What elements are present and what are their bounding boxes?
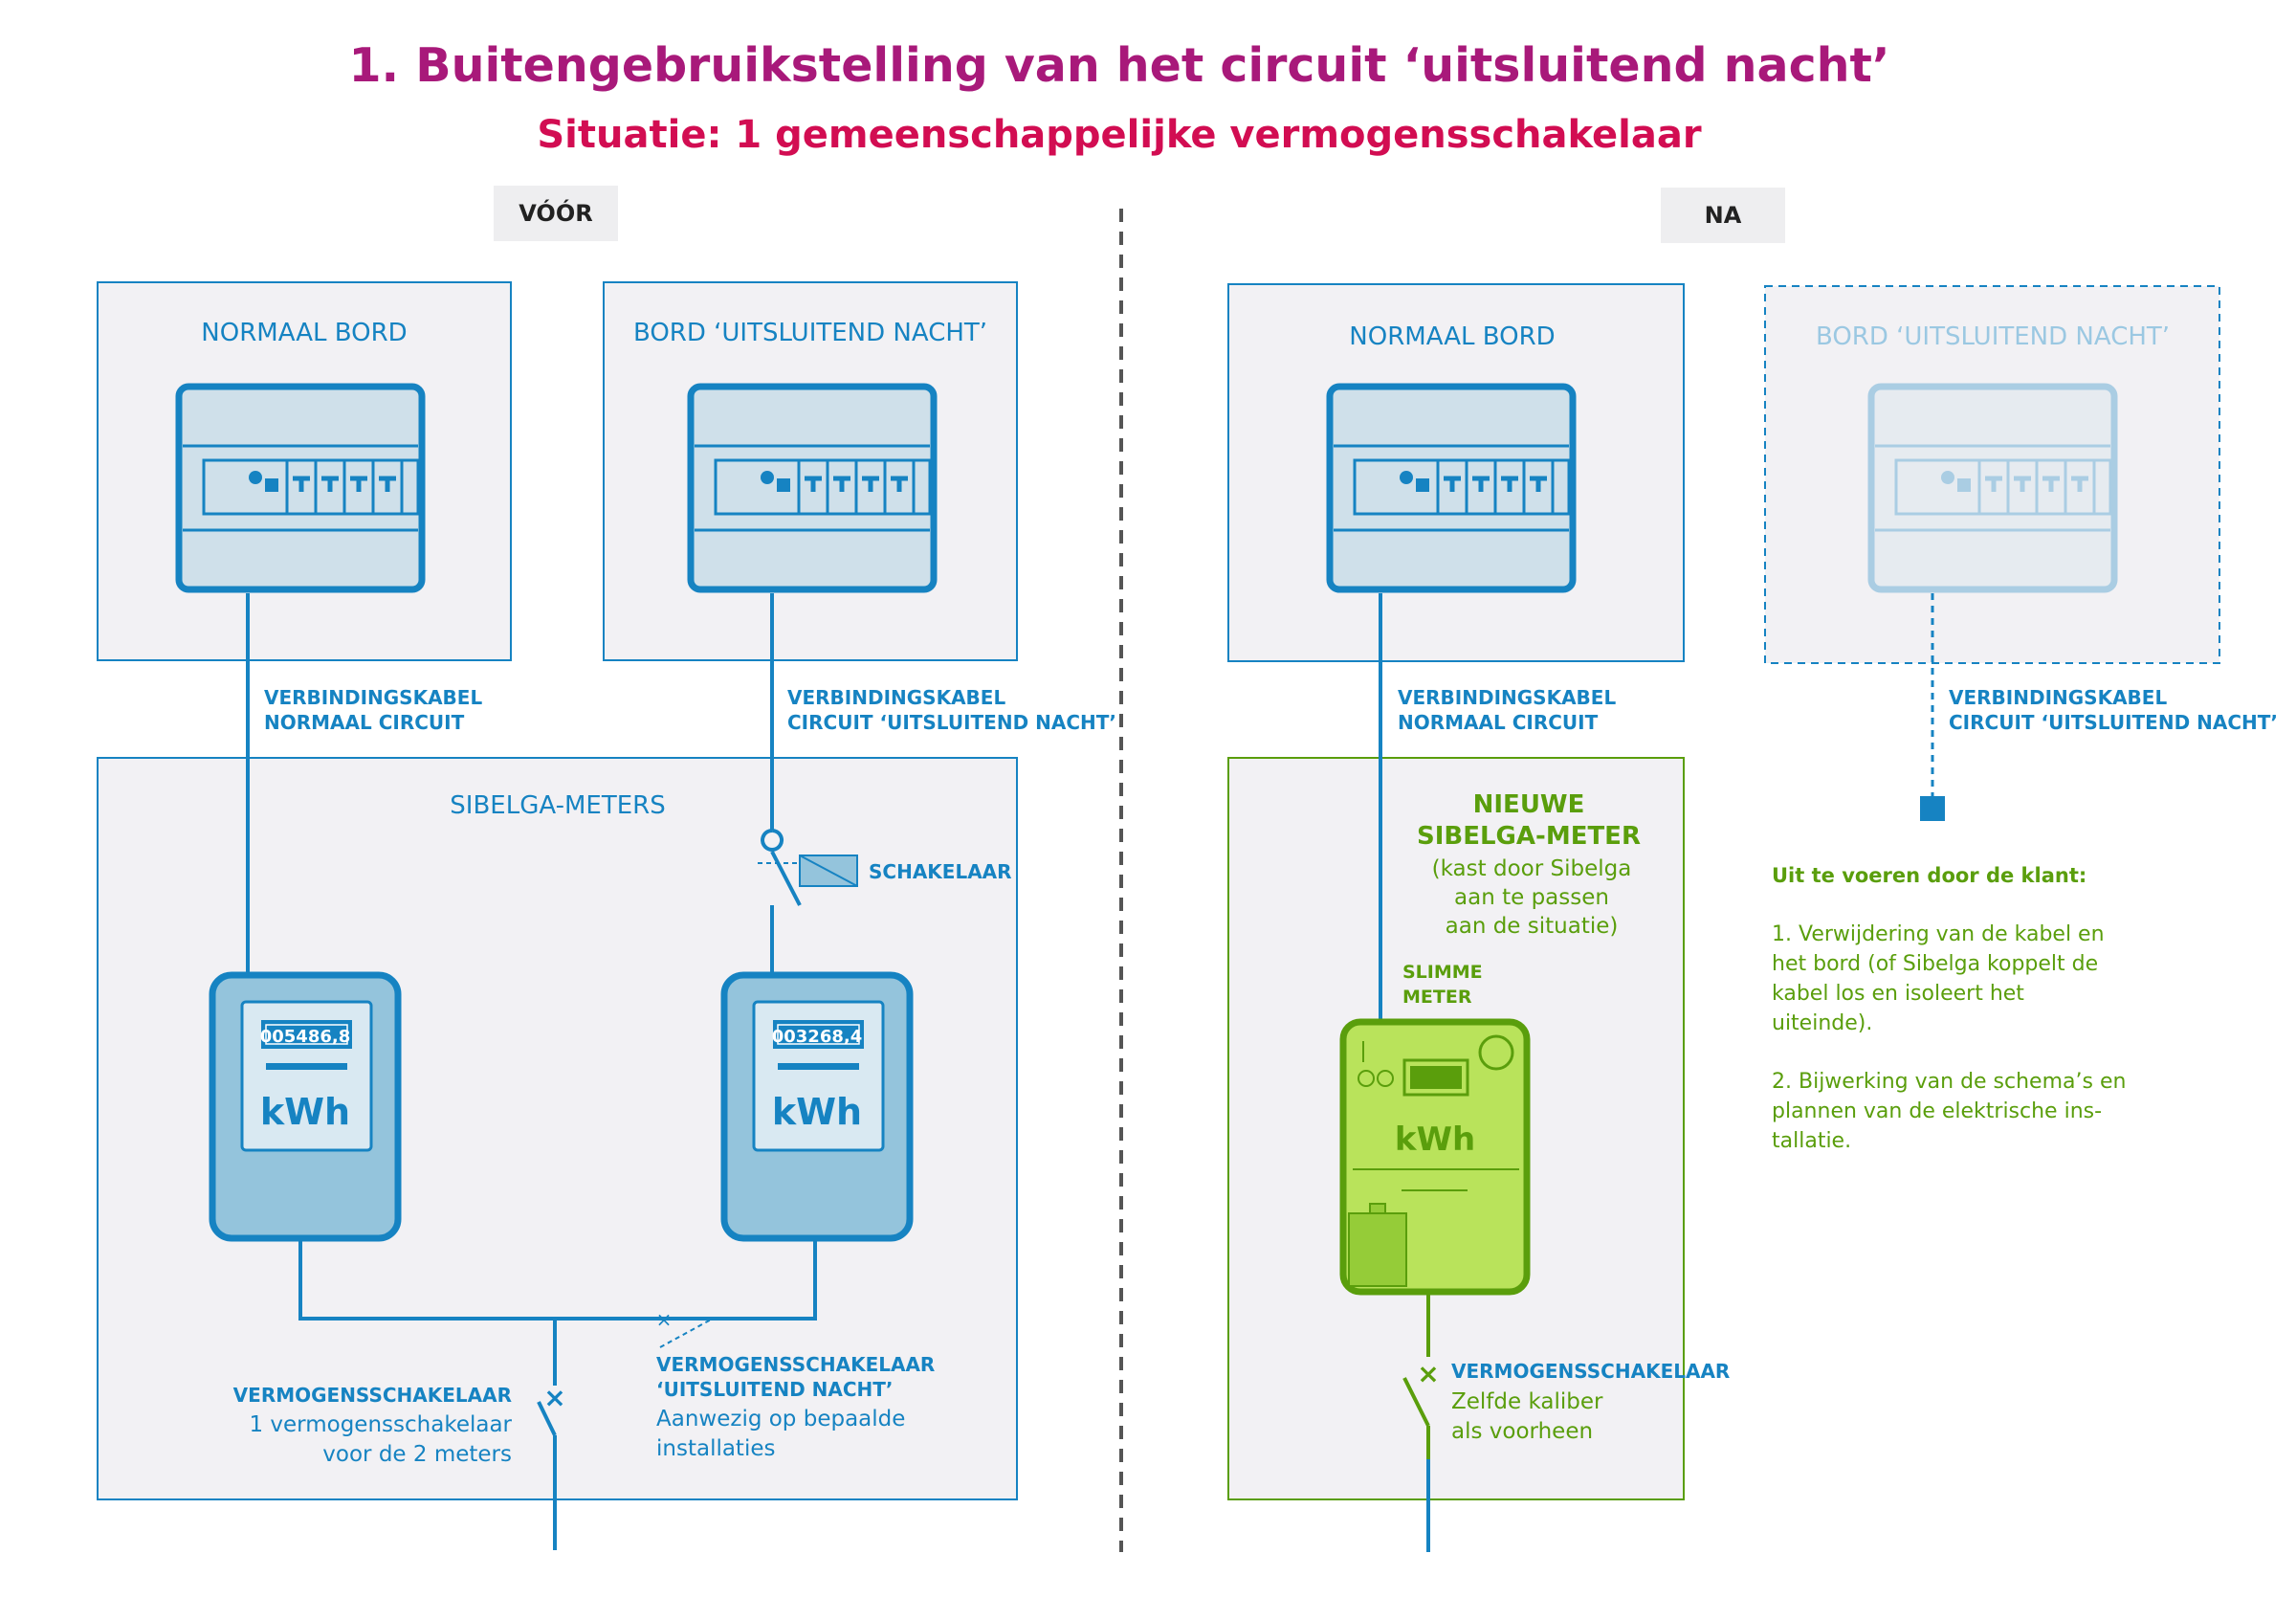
- meter-2-unit: kWh: [772, 1091, 862, 1133]
- new-meter-title-line1: NIEUWE: [1473, 790, 1585, 819]
- common-breaker-title: VERMOGENSSCHAKELAAR: [233, 1384, 512, 1407]
- common-breaker-blade: [537, 1401, 557, 1436]
- before-night-board-label: BORD ‘UITSLUITEND NACHT’: [633, 319, 987, 347]
- after-breaker-blade: [1402, 1377, 1430, 1427]
- night-breaker-title: VERMOGENSSCHAKELAAR: [656, 1353, 935, 1376]
- night-breaker-line1: Aanwezig op bepaalde: [656, 1407, 905, 1432]
- svg-text:plannen van de elektrische ins: plannen van de elektrische ins-: [1772, 1099, 2102, 1123]
- after-breaker-title: VERMOGENSSCHAKELAAR: [1451, 1360, 1730, 1383]
- svg-text:tallatie.: tallatie.: [1772, 1129, 1851, 1153]
- svg-text:het bord (of Sibelga koppelt d: het bord (of Sibelga koppelt de: [1772, 952, 2098, 976]
- after-breaker-icon: ×: [1417, 1358, 1439, 1389]
- after-breaker-line2: als voorheen: [1451, 1419, 1593, 1444]
- switch-blade: [770, 851, 802, 906]
- after-cable-night-line2: CIRCUIT ‘UITSLUITEND NACHT’: [1949, 711, 2278, 734]
- common-breaker-line1: 1 vermogensschakelaar: [249, 1412, 512, 1437]
- after-normal-board-icon: [1330, 387, 1573, 589]
- meter-2: 003268,4 kWh: [724, 975, 910, 1238]
- new-meter-title-line2: SIBELGA-METER: [1417, 822, 1641, 851]
- after-cable-normal-line2: NORMAAL CIRCUIT: [1398, 711, 1599, 734]
- after-cable-normal-line1: VERBINDINGSKABEL: [1398, 686, 1616, 709]
- after-tag: NA: [1661, 188, 1785, 243]
- meter-2-reading: 003268,4: [772, 1027, 863, 1047]
- meter-1-reading: 005486,8: [260, 1027, 351, 1047]
- before-cable-night-line2: CIRCUIT ‘UITSLUITEND NACHT’: [787, 711, 1116, 734]
- smart-meter-label-line1: SLIMME: [1402, 962, 1483, 983]
- client-heading: Uit te voeren door de klant:: [1772, 864, 2086, 887]
- before-normal-board-icon: [179, 387, 422, 589]
- before-normal-board-label: NORMAAL BORD: [201, 319, 407, 347]
- svg-text:1. Verwijdering van de kabel e: 1. Verwijdering van de kabel en: [1772, 922, 2105, 946]
- meter-1-unit: kWh: [260, 1091, 350, 1133]
- night-breaker-optional: [659, 1318, 714, 1348]
- svg-text:kabel los en isoleert het: kabel los en isoleert het: [1772, 982, 2024, 1006]
- before-cable-night-line1: VERBINDINGSKABEL: [787, 686, 1005, 709]
- page-title: 1. Buitengebruikstelling van het circuit…: [348, 38, 1890, 93]
- client-steps: 1. Verwijdering van de kabel en het bord…: [1772, 922, 2126, 1153]
- common-breaker-icon: ×: [543, 1382, 565, 1413]
- smart-meter: kWh: [1339, 1018, 1531, 1296]
- meters-bus: [298, 1238, 817, 1321]
- new-meter-note-line2: aan te passen: [1454, 885, 1609, 910]
- before-cable-normal-line1: VERBINDINGSKABEL: [264, 686, 482, 709]
- common-breaker-line2: voor de 2 meters: [322, 1442, 512, 1467]
- svg-text:2. Bijwerking van de schema’s: 2. Bijwerking van de schema’s en: [1772, 1070, 2126, 1094]
- after-night-board-label: BORD ‘UITSLUITEND NACHT’: [1816, 322, 2170, 351]
- new-meter-note-line1: (kast door Sibelga: [1432, 856, 1632, 881]
- after-breaker-line1: Zelfde kaliber: [1451, 1389, 1603, 1414]
- night-breaker-icon: ×: [656, 1308, 673, 1331]
- before-tag: VÓÓR: [494, 186, 618, 241]
- meter-1: 005486,8 kWh: [212, 975, 398, 1238]
- smart-meter-label-line2: METER: [1402, 987, 1472, 1008]
- page-subtitle: Situatie: 1 gemeenschappelijke vermogens…: [537, 113, 1702, 157]
- svg-text:uiteinde).: uiteinde).: [1772, 1011, 1872, 1035]
- night-breaker-subtitle: ‘UITSLUITEND NACHT’: [656, 1378, 894, 1401]
- cable-end-cap: [1920, 796, 1945, 821]
- before-cable-normal-line2: NORMAAL CIRCUIT: [264, 711, 465, 734]
- meters-panel-title: SIBELGA-METERS: [450, 791, 665, 820]
- switch-hook-icon: [761, 829, 784, 852]
- after-night-board-icon: [1871, 387, 2114, 589]
- before-night-board-icon: [691, 387, 934, 589]
- smart-meter-unit: kWh: [1395, 1121, 1475, 1159]
- after-normal-board-label: NORMAAL BORD: [1349, 322, 1555, 351]
- switch-label: SCHAKELAAR: [869, 860, 1012, 883]
- after-cable-night-line1: VERBINDINGSKABEL: [1949, 686, 2167, 709]
- new-meter-note-line3: aan de situatie): [1446, 914, 1619, 939]
- night-breaker-line2: installaties: [656, 1436, 775, 1461]
